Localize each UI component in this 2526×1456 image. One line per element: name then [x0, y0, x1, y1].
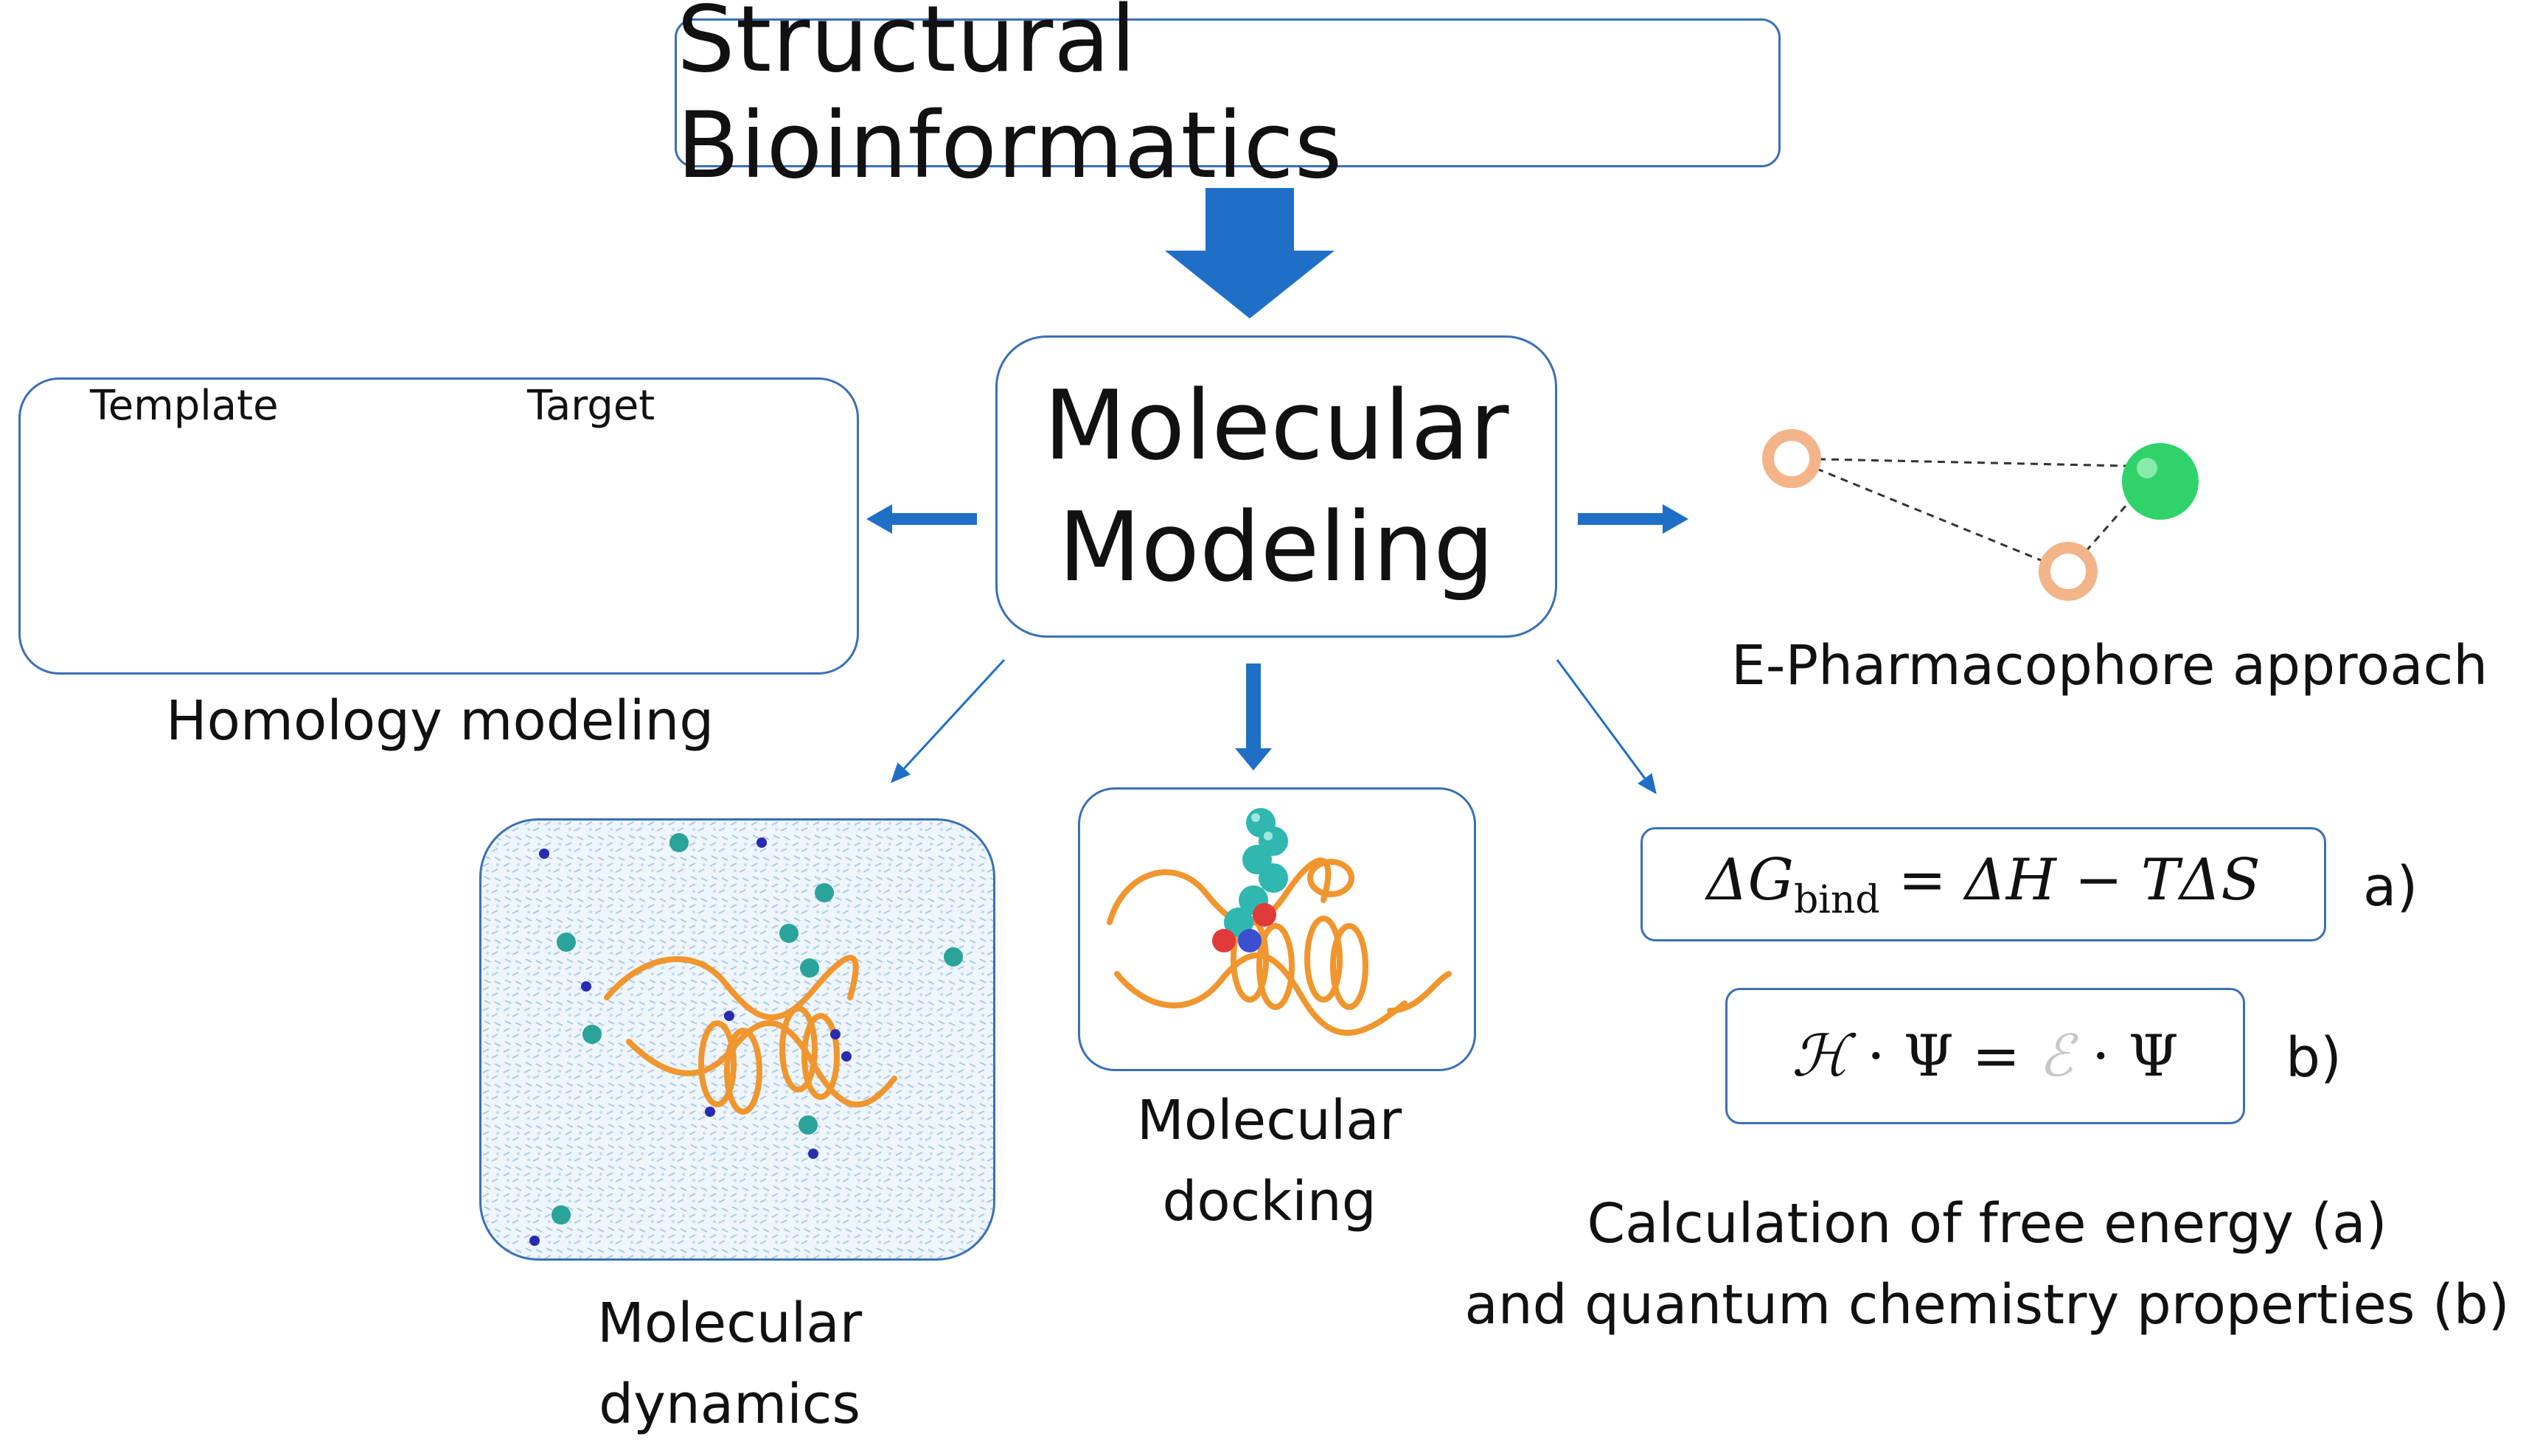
- main-down-arrow: [1165, 188, 1335, 318]
- docking-caption: Molecular docking: [1137, 1080, 1402, 1242]
- equation-a-lhs: ΔG: [1706, 846, 1794, 913]
- equation-b-psi-1: Ψ: [1903, 1023, 1954, 1090]
- molecular-modeling-box: Molecular Modeling: [995, 335, 1557, 638]
- homology-caption: Homology modeling: [166, 689, 714, 753]
- equation-b-energy: ℰ: [2038, 1023, 2074, 1090]
- arrow-to-pharmacophore: [1578, 504, 1688, 534]
- green-atom: [2122, 443, 2199, 520]
- homology-box: [18, 377, 859, 675]
- ring-atom-1: [1762, 429, 1821, 488]
- center-line-1: Molecular: [1043, 369, 1509, 481]
- equation-a-sub: bind: [1793, 877, 1880, 922]
- equation-a: ΔGbind = ΔH − TΔS: [1706, 847, 2260, 922]
- arrow-to-homology: [866, 504, 977, 534]
- ligand: [1212, 808, 1288, 952]
- dynamics-box: [479, 818, 995, 1261]
- free-energy-caption-line-2: and quantum chemistry properties (b): [1464, 1273, 2510, 1337]
- equation-b-psi-2: Ψ: [2128, 1023, 2179, 1090]
- docking-caption-line-2: docking: [1162, 1170, 1377, 1233]
- docking-image: [1107, 808, 1452, 1036]
- dynamics-image: [481, 821, 993, 1258]
- equation-b: ℋ · Ψ = ℰ · Ψ: [1792, 1023, 2179, 1090]
- free-energy-caption: Calculation of free energy (a) and quant…: [1456, 1183, 2518, 1345]
- ring-atom-2: [2039, 542, 2098, 601]
- pharmacophore-image: [1762, 429, 2199, 601]
- free-energy-caption-line-1: Calculation of free energy (a): [1587, 1192, 2387, 1255]
- dynamics-caption: Molecular dynamics: [597, 1283, 862, 1445]
- docking-caption-line-1: Molecular: [1137, 1089, 1402, 1152]
- arrow-to-free-energy: [1556, 659, 1657, 795]
- equation-a-box: ΔGbind = ΔH − TΔS: [1640, 827, 2326, 941]
- equation-a-tag: a): [2363, 855, 2418, 919]
- equation-b-tag: b): [2286, 1026, 2342, 1090]
- equation-b-hamiltonian: ℋ: [1792, 1023, 1849, 1090]
- pharmacophore-caption: E-Pharmacophore approach: [1731, 634, 2488, 697]
- center-line-2: Modeling: [1058, 491, 1495, 603]
- dynamics-caption-line-1: Molecular: [597, 1292, 863, 1355]
- title-box: Structural Bioinformatics: [675, 0, 1781, 199]
- target-label: Target: [527, 382, 655, 430]
- title-text: Structural Bioinformatics: [677, 0, 1343, 199]
- equation-a-rhs: = ΔH − TΔS: [1898, 846, 2261, 913]
- arrow-to-dynamics: [890, 658, 1006, 784]
- dynamics-caption-line-2: dynamics: [599, 1373, 861, 1436]
- docking-box: [1078, 787, 1476, 1071]
- template-label: Template: [90, 382, 279, 430]
- equation-b-box: ℋ · Ψ = ℰ · Ψ: [1725, 988, 2245, 1124]
- arrow-to-docking: [1235, 663, 1272, 770]
